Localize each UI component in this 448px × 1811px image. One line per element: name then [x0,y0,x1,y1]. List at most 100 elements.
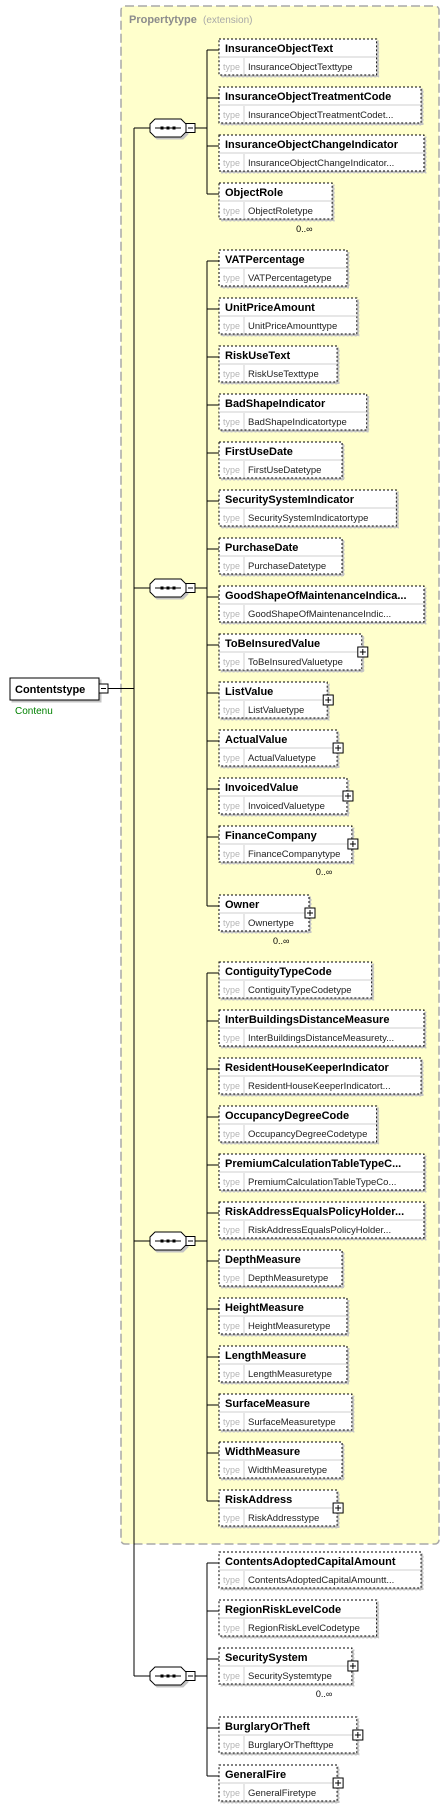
element-name: DepthMeasure [225,1254,301,1266]
element-type: InsuranceObjectChangeIndicator... [248,158,394,169]
element-name: RegionRiskLevelCode [225,1604,341,1616]
element-name: GeneralFire [225,1769,286,1781]
element-name: OccupancyDegreeCode [225,1110,349,1122]
element-type: DepthMeasuretype [248,1273,328,1284]
type-keyword: type [223,1788,240,1798]
type-keyword: type [223,206,240,216]
type-keyword: type [223,1033,240,1043]
element-name: ContiguityTypeCode [225,966,332,978]
element-name: ToBeInsuredValue [225,638,320,650]
type-keyword: type [223,465,240,475]
sequence-compositor-icon[interactable] [149,1666,196,1686]
element-type: UnitPriceAmounttype [248,321,337,332]
element-name: PurchaseDate [225,542,298,554]
sequence-compositor-icon[interactable] [149,118,196,138]
type-keyword: type [223,1225,240,1235]
element-name: InterBuildingsDistanceMeasure [225,1014,389,1026]
type-keyword: type [223,1513,240,1523]
type-keyword: type [223,1177,240,1187]
element-type: Ownertype [248,918,294,929]
type-keyword: type [223,369,240,379]
type-keyword: type [223,62,240,72]
occurrence-label: 0..∞ [316,1689,332,1699]
element-type: HeightMeasuretype [248,1321,330,1332]
element-name: SurfaceMeasure [225,1398,310,1410]
element-type: BurglaryOrThefttype [248,1740,334,1751]
element-type: SurfaceMeasuretype [248,1417,336,1428]
element-type: LengthMeasuretype [248,1369,332,1380]
element-type: InsuranceObjectTexttype [248,62,353,73]
type-keyword: type [223,1417,240,1427]
element-type: ObjectRoletype [248,206,313,217]
type-keyword: type [223,158,240,168]
type-keyword: type [223,985,240,995]
element-type: ToBeInsuredValuetype [248,657,343,668]
type-keyword: type [223,110,240,120]
occurrence-label: 0..∞ [316,867,332,877]
element-type: GeneralFiretype [248,1788,316,1799]
element-type: ActualValuetype [248,753,316,764]
schema-element[interactable]: InsuranceObjectTreatmentCode type Insuranc… [218,86,422,124]
element-type: GoodShapeOfMaintenanceIndic... [248,609,391,620]
element-type: RiskAddresstype [248,1513,319,1524]
extension-box-title: Propertytype [129,14,197,26]
element-type: InsuranceObjectTreatmentCodet... [248,110,393,121]
element-type: BadShapeIndicatortype [248,417,347,428]
element-name: UnitPriceAmount [225,302,315,314]
element-name: RiskUseText [225,350,291,362]
element-type: SecuritySystemtype [248,1671,332,1682]
element-name: RiskAddress [225,1494,292,1506]
compositors [149,118,196,1686]
element-name: ActualValue [225,734,287,746]
element-name: VATPercentage [225,254,305,266]
element-name: FirstUseDate [225,446,293,458]
type-keyword: type [223,1321,240,1331]
sequence-compositor-icon[interactable] [149,1231,196,1251]
type-keyword: type [223,417,240,427]
element-name: InsuranceObjectTreatmentCode [225,91,391,103]
type-keyword: type [223,1575,240,1585]
sequence-compositor-icon[interactable] [149,578,196,598]
element-name: PremiumCalculationTableTypeC... [225,1158,401,1170]
element-type: ContentsAdoptedCapitalAmountt... [248,1575,394,1586]
type-keyword: type [223,561,240,571]
element-type: WidthMeasuretype [248,1465,327,1476]
type-keyword: type [223,657,240,667]
root-element[interactable]: Contentstype [9,677,109,701]
